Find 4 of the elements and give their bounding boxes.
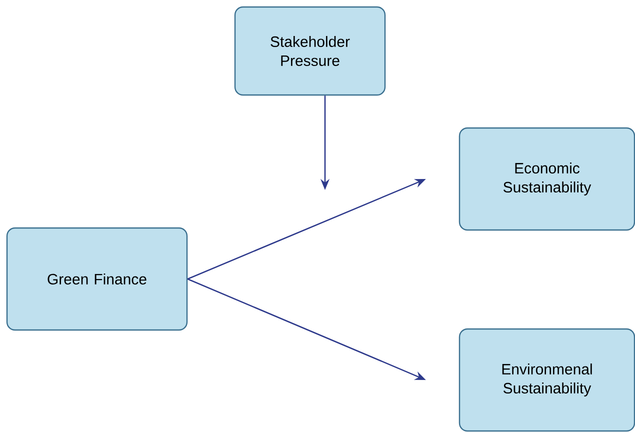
process-box: Green Finance [6, 227, 188, 331]
process-box: Environmenal Sustainability [458, 328, 635, 432]
process-box: Economic Sustainability [458, 127, 635, 231]
process-box: Stakeholder Pressure [234, 6, 386, 96]
